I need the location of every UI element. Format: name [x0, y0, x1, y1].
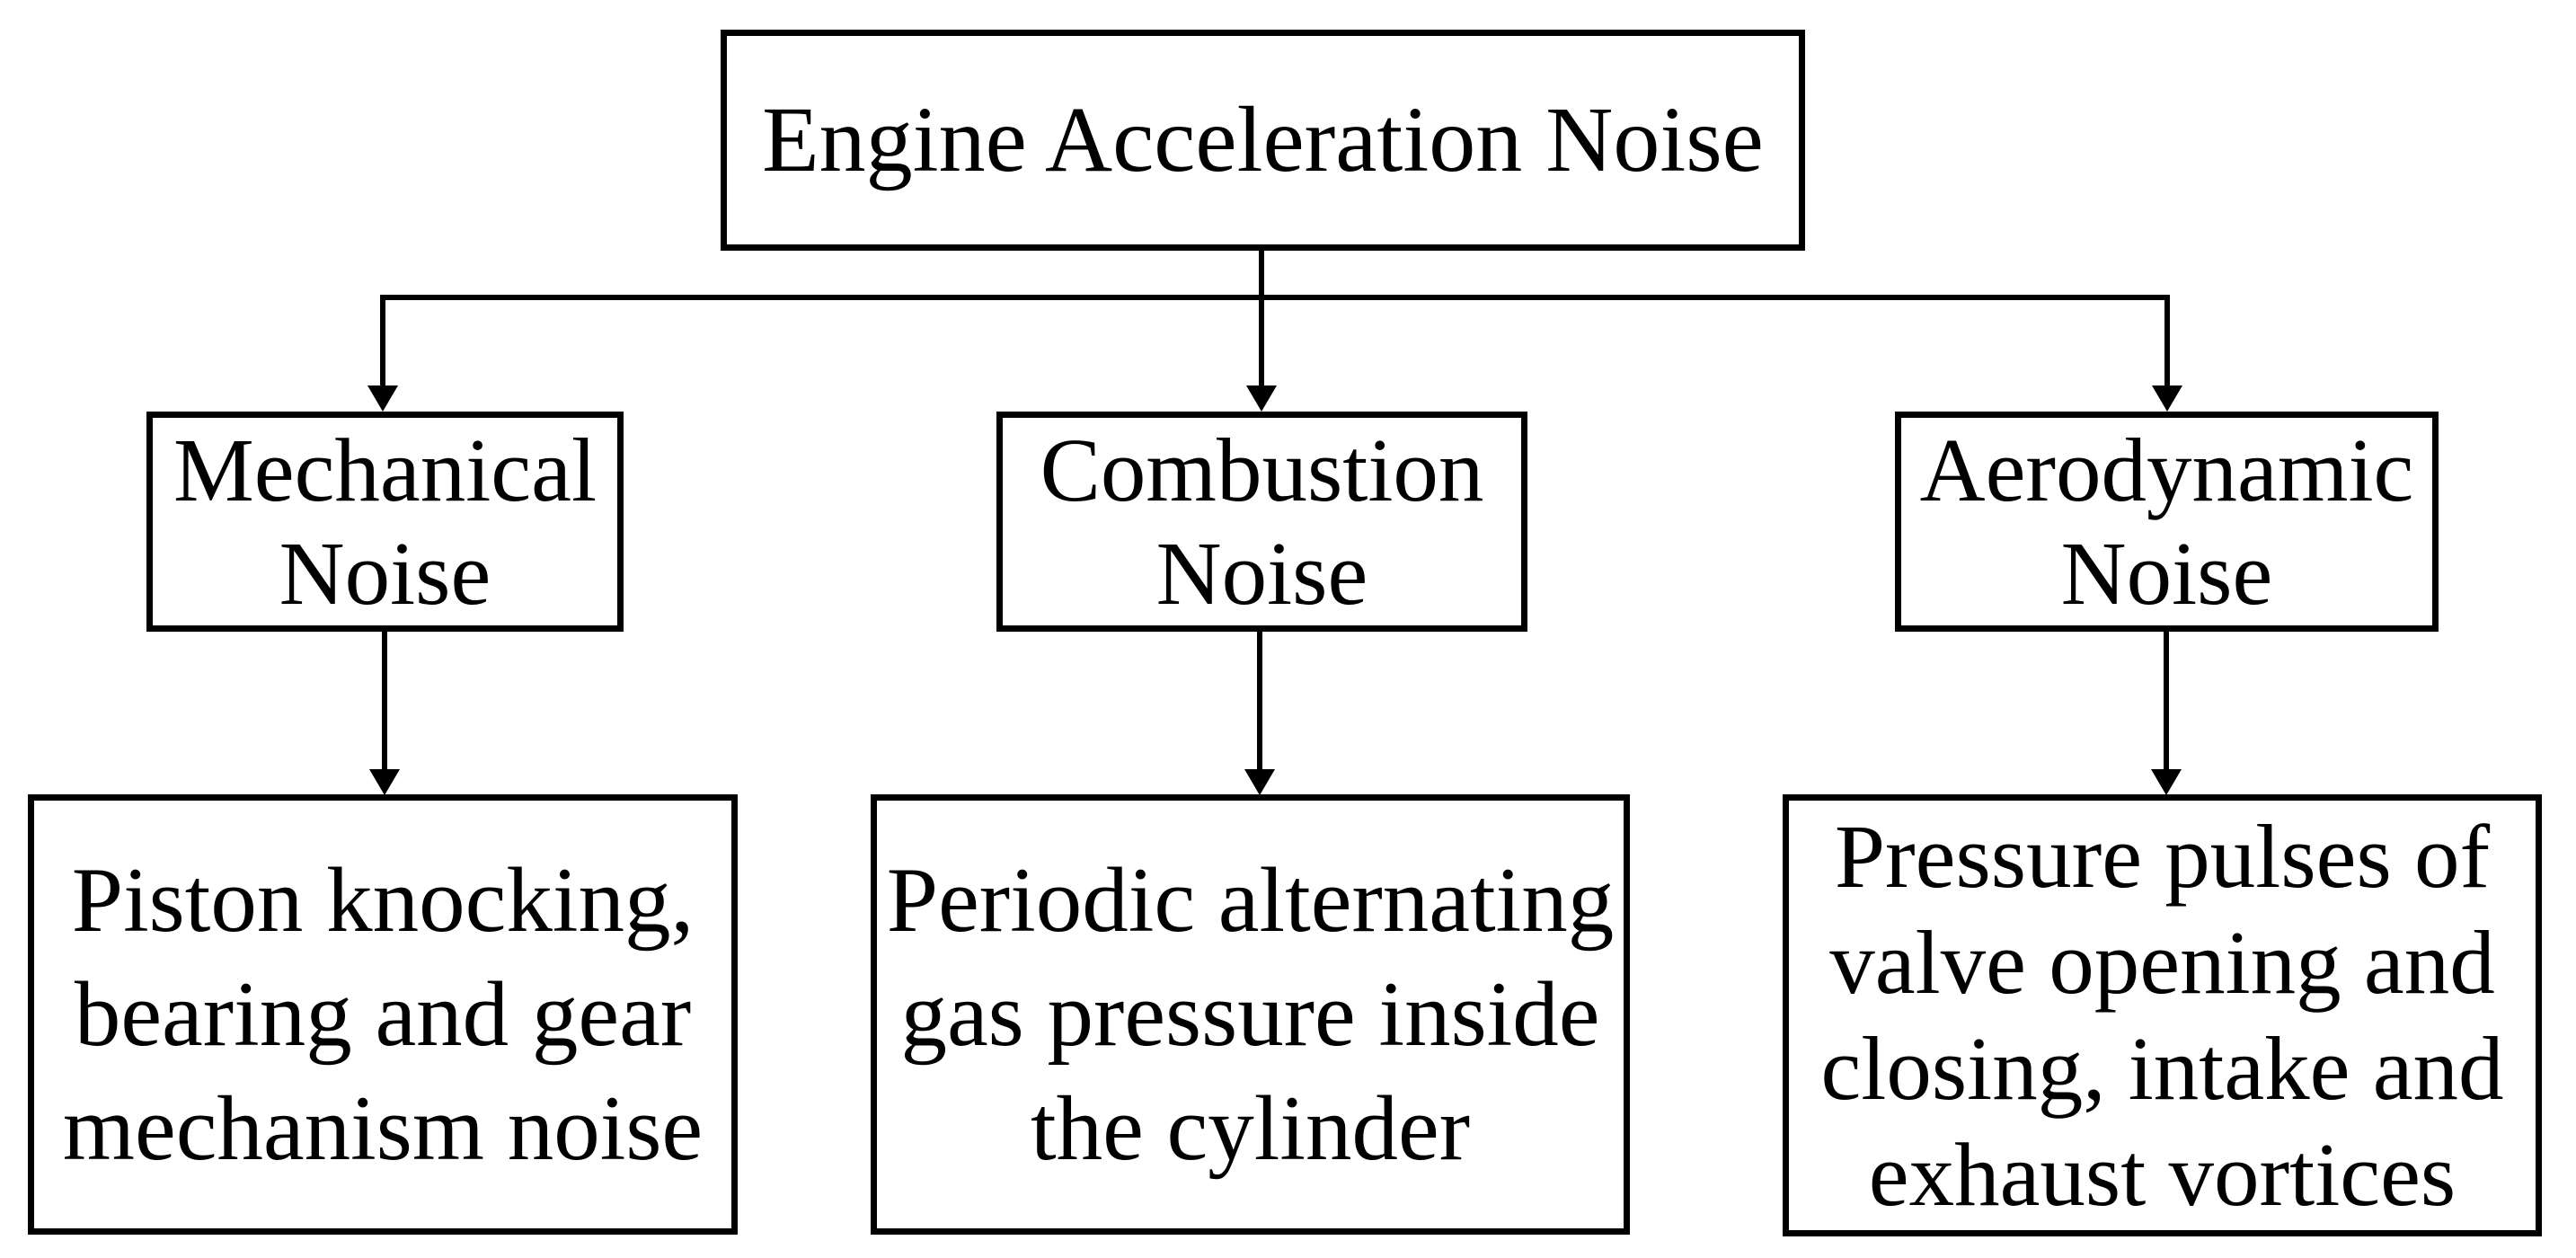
leaf-label-line: valve opening and — [1829, 912, 2495, 1013]
leaf-label-line: bearing and gear — [74, 962, 692, 1066]
branch-label-line: Noise — [279, 522, 491, 624]
arrowhead-down-aerodynamic-icon — [2152, 385, 2182, 412]
leaf-label-line: exhaust vortices — [1868, 1124, 2456, 1225]
branch-label-line: Noise — [2060, 522, 2273, 624]
branch-label-line: Aerodynamic — [1919, 419, 2414, 520]
arrowhead-down-combustion-icon — [1246, 385, 1277, 412]
branch-label-line: Noise — [1155, 522, 1368, 624]
leaf-label-line: Periodic alternating — [886, 848, 1615, 952]
leaf-label-line: the cylinder — [1030, 1076, 1471, 1180]
leaf-label-line: gas pressure inside — [900, 962, 1600, 1066]
root-node: Engine Acceleration Noise — [721, 30, 1805, 251]
connector-root-to-branches — [367, 248, 2182, 412]
arrowhead-down-mechanical-detail-icon — [369, 769, 400, 795]
arrowhead-down-mechanical-icon — [367, 385, 398, 412]
leaf-label-line: Piston knocking, — [71, 848, 695, 952]
arrowhead-down-combustion-detail-icon — [1244, 769, 1275, 795]
branch-node-combustion-noise: Combustion Noise — [996, 412, 1527, 632]
connector-branches-to-leaves — [369, 630, 2182, 795]
branch-node-mechanical-noise: Mechanical Noise — [146, 412, 624, 632]
leaf-label-line: closing, intake and — [1820, 1018, 2504, 1119]
root-node-label: Engine Acceleration Noise — [762, 87, 1764, 191]
leaf-node-combustion-detail: Periodic alternating gas pressure inside… — [871, 794, 1630, 1235]
branch-node-aerodynamic-noise: Aerodynamic Noise — [1895, 412, 2439, 632]
branch-label-line: Mechanical — [173, 419, 598, 520]
leaf-node-mechanical-detail: Piston knocking, bearing and gear mechan… — [28, 794, 738, 1235]
leaf-label-line: mechanism noise — [62, 1076, 704, 1180]
arrowhead-down-aerodynamic-detail-icon — [2151, 769, 2182, 795]
branch-label-line: Combustion — [1040, 419, 1484, 520]
leaf-node-aerodynamic-detail: Pressure pulses of valve opening and clo… — [1783, 794, 2542, 1236]
leaf-label-line: Pressure pulses of — [1834, 806, 2491, 907]
